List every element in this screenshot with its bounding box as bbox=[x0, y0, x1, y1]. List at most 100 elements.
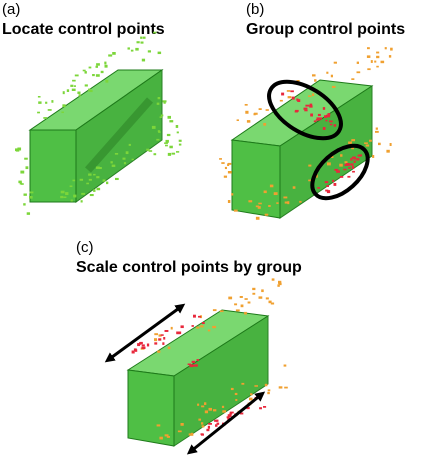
control-point-green bbox=[23, 203, 26, 206]
control-point-green bbox=[110, 161, 113, 164]
control-point-green bbox=[20, 170, 25, 174]
control-point-green bbox=[62, 104, 66, 108]
control-point-green bbox=[84, 84, 88, 87]
control-point-orange bbox=[331, 85, 336, 88]
control-point-green bbox=[146, 148, 150, 151]
control-point-orange bbox=[244, 311, 247, 315]
control-point-orange bbox=[264, 383, 268, 387]
control-point-orange bbox=[255, 205, 259, 208]
control-point-green bbox=[60, 195, 64, 199]
control-point-green bbox=[163, 101, 166, 104]
control-point-green bbox=[24, 157, 28, 160]
control-point-green bbox=[23, 193, 27, 196]
control-point-orange bbox=[364, 142, 368, 144]
control-point-green bbox=[89, 194, 94, 197]
control-point-orange bbox=[340, 154, 343, 157]
control-point-orange bbox=[287, 201, 290, 205]
control-point-green bbox=[45, 101, 48, 104]
control-point-green bbox=[17, 147, 22, 151]
control-point-orange bbox=[224, 166, 227, 170]
control-point-orange bbox=[177, 430, 182, 433]
control-point-green bbox=[25, 166, 29, 170]
control-point-orange bbox=[367, 68, 371, 71]
control-point-red bbox=[310, 113, 314, 117]
control-point-green bbox=[78, 94, 81, 97]
control-point-orange bbox=[263, 190, 267, 194]
control-point-green bbox=[136, 41, 140, 44]
control-point-green bbox=[96, 63, 100, 66]
control-point-red bbox=[317, 113, 321, 117]
control-point-green bbox=[140, 41, 144, 44]
control-point-orange bbox=[265, 297, 269, 300]
control-point-red bbox=[334, 168, 339, 171]
control-point-green bbox=[153, 31, 157, 34]
control-point-orange bbox=[257, 206, 261, 209]
control-point-green bbox=[88, 173, 92, 176]
control-point-red bbox=[324, 115, 328, 118]
control-point-green bbox=[125, 151, 129, 155]
control-point-green bbox=[153, 153, 157, 156]
control-point-orange bbox=[351, 78, 355, 80]
control-point-red bbox=[309, 103, 313, 106]
control-point-green bbox=[122, 157, 126, 160]
control-point-green bbox=[167, 152, 172, 156]
control-point-red bbox=[139, 341, 143, 345]
control-point-green bbox=[111, 164, 116, 167]
control-point-green bbox=[70, 199, 73, 202]
control-point-orange bbox=[344, 161, 348, 164]
control-point-green bbox=[88, 88, 91, 92]
control-point-orange bbox=[159, 436, 163, 440]
control-point-orange bbox=[277, 284, 280, 287]
control-point-red bbox=[336, 170, 341, 173]
control-point-orange bbox=[376, 65, 379, 68]
control-point-orange bbox=[198, 418, 202, 421]
control-point-red bbox=[291, 96, 295, 100]
control-point-orange bbox=[273, 192, 278, 196]
control-point-green bbox=[70, 84, 74, 87]
control-point-green bbox=[71, 88, 76, 91]
control-point-orange bbox=[278, 386, 283, 389]
control-point-green bbox=[82, 69, 86, 72]
control-point-red bbox=[163, 337, 166, 340]
control-point-red bbox=[317, 187, 321, 189]
control-point-green bbox=[95, 74, 100, 77]
control-point-orange bbox=[252, 292, 256, 295]
control-point-orange bbox=[312, 74, 316, 77]
panel-b-box bbox=[230, 79, 374, 219]
control-point-orange bbox=[258, 108, 262, 110]
control-point-red bbox=[326, 114, 331, 118]
control-point-green bbox=[135, 47, 139, 51]
control-point-orange bbox=[270, 302, 275, 305]
control-point-orange bbox=[311, 93, 315, 96]
control-point-red bbox=[191, 325, 194, 327]
control-point-red bbox=[350, 157, 353, 161]
control-point-red bbox=[326, 185, 329, 187]
control-point-orange bbox=[351, 147, 354, 150]
control-point-orange bbox=[219, 158, 222, 160]
control-point-red bbox=[133, 348, 137, 352]
control-point-red bbox=[328, 120, 333, 123]
panel-c-title: Scale control points by group bbox=[76, 259, 302, 276]
control-point-green bbox=[104, 61, 107, 65]
control-point-green bbox=[84, 71, 87, 74]
control-point-green bbox=[100, 70, 104, 74]
control-point-green bbox=[131, 158, 134, 161]
control-point-orange bbox=[308, 164, 312, 167]
control-point-green bbox=[159, 116, 162, 119]
control-point-green bbox=[127, 47, 130, 50]
control-point-orange bbox=[283, 196, 288, 199]
control-point-green bbox=[73, 85, 76, 87]
control-point-orange bbox=[369, 139, 372, 142]
control-point-green bbox=[169, 145, 173, 149]
control-point-green bbox=[93, 173, 96, 176]
control-point-green bbox=[157, 51, 162, 55]
control-point-red bbox=[358, 154, 363, 157]
control-point-green bbox=[156, 138, 160, 141]
panel-a-letter: (a) bbox=[2, 1, 21, 18]
control-point-orange bbox=[263, 123, 267, 126]
control-point-orange bbox=[376, 55, 380, 59]
control-point-orange bbox=[375, 127, 378, 130]
control-point-red bbox=[202, 322, 205, 325]
control-point-orange bbox=[246, 120, 251, 123]
